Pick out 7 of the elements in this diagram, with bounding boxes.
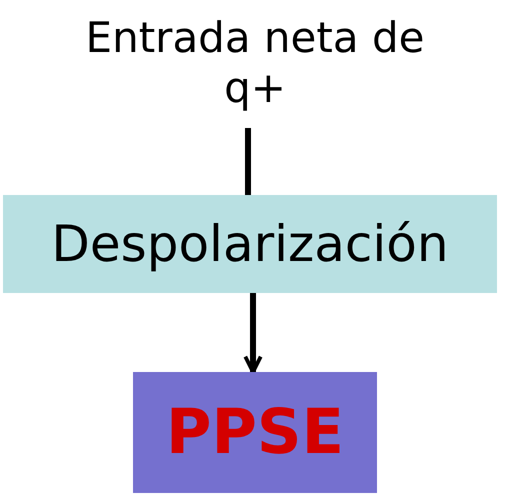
box-label: PPSE <box>166 395 344 470</box>
text-label: Entrada neta de q+ <box>84 12 426 114</box>
result-box <box>133 372 377 493</box>
process-box <box>3 195 497 293</box>
arrow <box>243 293 263 374</box>
box-label: Despolarización <box>51 214 449 274</box>
connector-line <box>245 128 251 195</box>
